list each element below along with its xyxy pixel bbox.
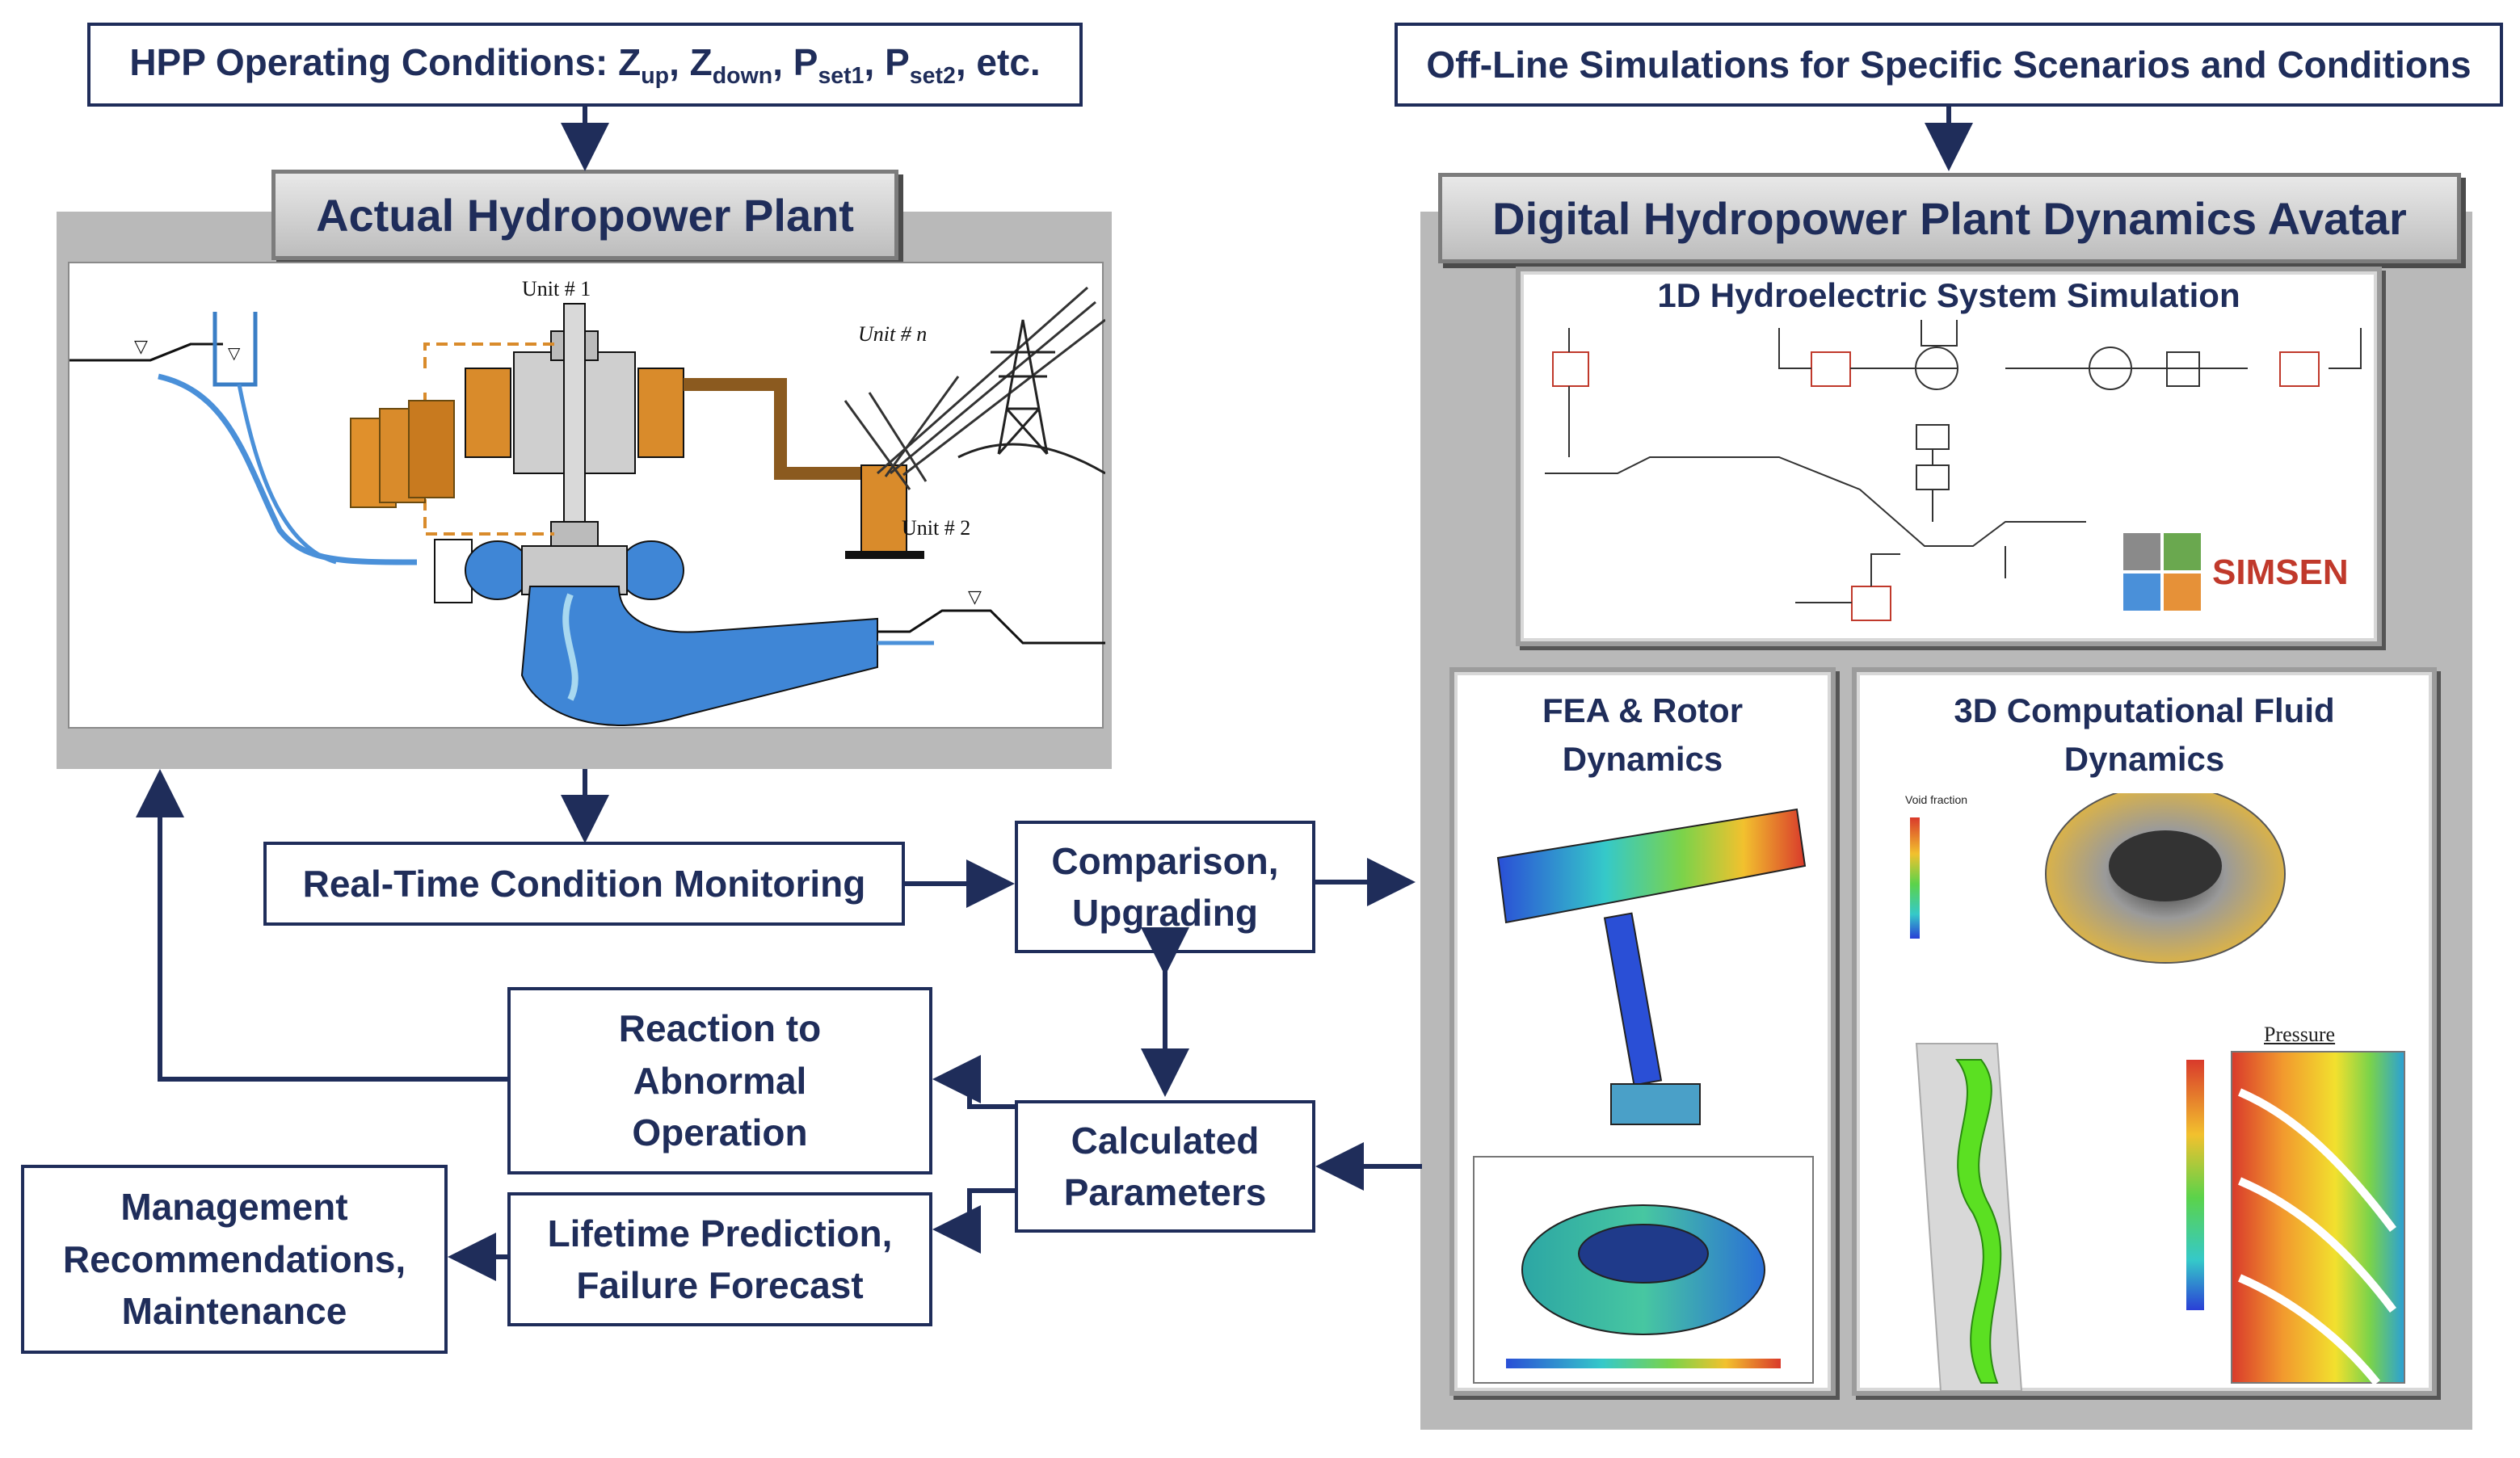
surge-tank-level-icon: ▽ — [228, 345, 241, 363]
cfd-panel: 3D Computational Fluid Dynamics Void fra… — [1852, 667, 2437, 1396]
reaction-line2: Abnormal — [633, 1059, 807, 1102]
cfd-title-line2: Dynamics — [2064, 740, 2225, 778]
comparison-line1: Comparison, — [1051, 839, 1279, 882]
transmission-tower-icon — [957, 319, 1106, 475]
sim-1d-title: 1D Hydroelectric System Simulation — [1657, 276, 2240, 314]
reaction-line3: Operation — [632, 1111, 808, 1154]
offline-simulations-box: Off-Line Simulations for Specific Scenar… — [1395, 23, 2503, 107]
control-cabinets — [350, 400, 455, 508]
simsen-logo-grid — [2123, 533, 2201, 611]
void-fraction-label: Void fraction — [1905, 793, 1968, 806]
real-time-monitoring-box: Real-Time Condition Monitoring — [263, 842, 905, 926]
management-recommendations-box: Management Recommendations, Maintenance — [21, 1165, 448, 1354]
reaction-line1: Reaction to — [618, 1007, 822, 1050]
actual-plant-title: Actual Hydropower Plant — [271, 170, 898, 260]
fea-rotor-image — [1473, 808, 1814, 1384]
hpp-operating-conditions-box: HPP Operating Conditions: Zup, Zdown, Ps… — [87, 23, 1083, 107]
hpp-operating-conditions-text: HPP Operating Conditions: Zup, Zdown, Ps… — [129, 41, 1041, 90]
simsen-logo-text: SIMSEN — [2212, 553, 2349, 592]
tailwater-level-icon: ▽ — [968, 586, 982, 607]
actual-plant-title-text: Actual Hydropower Plant — [316, 189, 854, 241]
lifetime-line2: Failure Forecast — [576, 1264, 864, 1306]
fea-panel: FEA & Rotor Dynamics — [1449, 667, 1836, 1396]
fea-title-line2: Dynamics — [1562, 740, 1723, 778]
arrow-calculated-to-lifetime — [932, 1188, 1015, 1254]
arrow-calculated-to-reaction — [932, 1055, 1015, 1109]
unit-n-label: Unit # n — [858, 322, 927, 346]
management-line3: Maintenance — [121, 1290, 347, 1333]
water-level-icon: ▽ — [134, 336, 148, 356]
arrow-reaction-to-plant — [136, 769, 507, 1082]
lifetime-prediction-box: Lifetime Prediction, Failure Forecast — [507, 1192, 932, 1326]
management-line1: Management — [120, 1186, 348, 1229]
sim-1d-diagram — [1545, 320, 2362, 621]
comparison-upgrading-box: Comparison, Upgrading — [1015, 821, 1315, 953]
comparison-line2: Upgrading — [1072, 892, 1258, 934]
pressure-label: Pressure — [2264, 1023, 2336, 1046]
hydropower-plant-drawing: ▽ ▽ Unit # 1 ▽ — [68, 262, 1106, 729]
digital-avatar-title: Digital Hydropower Plant Dynamics Avatar — [1438, 173, 2461, 263]
lifetime-line1: Lifetime Prediction, — [547, 1212, 893, 1254]
unit-1-label: Unit # 1 — [522, 277, 591, 300]
plant-schematic-svg: ▽ ▽ Unit # 1 ▽ — [69, 277, 1106, 726]
cfd-title-line1: 3D Computational Fluid — [1954, 691, 2335, 729]
simsen-logo: SIMSEN — [2123, 533, 2358, 614]
reaction-abnormal-box: Reaction to Abnormal Operation — [507, 987, 932, 1174]
management-line2: Recommendations, — [62, 1237, 406, 1280]
unit-2-label: Unit # 2 — [902, 516, 970, 540]
sim-1d-panel: 1D Hydroelectric System Simulation SIMSE… — [1516, 267, 2382, 646]
calculated-parameters-box: Calculated Parameters — [1015, 1100, 1315, 1233]
offline-simulations-text: Off-Line Simulations for Specific Scenar… — [1426, 43, 2472, 86]
cfd-image — [1910, 793, 2405, 1391]
calculated-line2: Parameters — [1063, 1171, 1267, 1213]
digital-avatar-title-text: Digital Hydropower Plant Dynamics Avatar — [1492, 192, 2407, 244]
fea-title-line1: FEA & Rotor — [1542, 691, 1744, 729]
calculated-line1: Calculated — [1071, 1119, 1260, 1162]
real-time-monitoring-text: Real-Time Condition Monitoring — [302, 862, 866, 905]
